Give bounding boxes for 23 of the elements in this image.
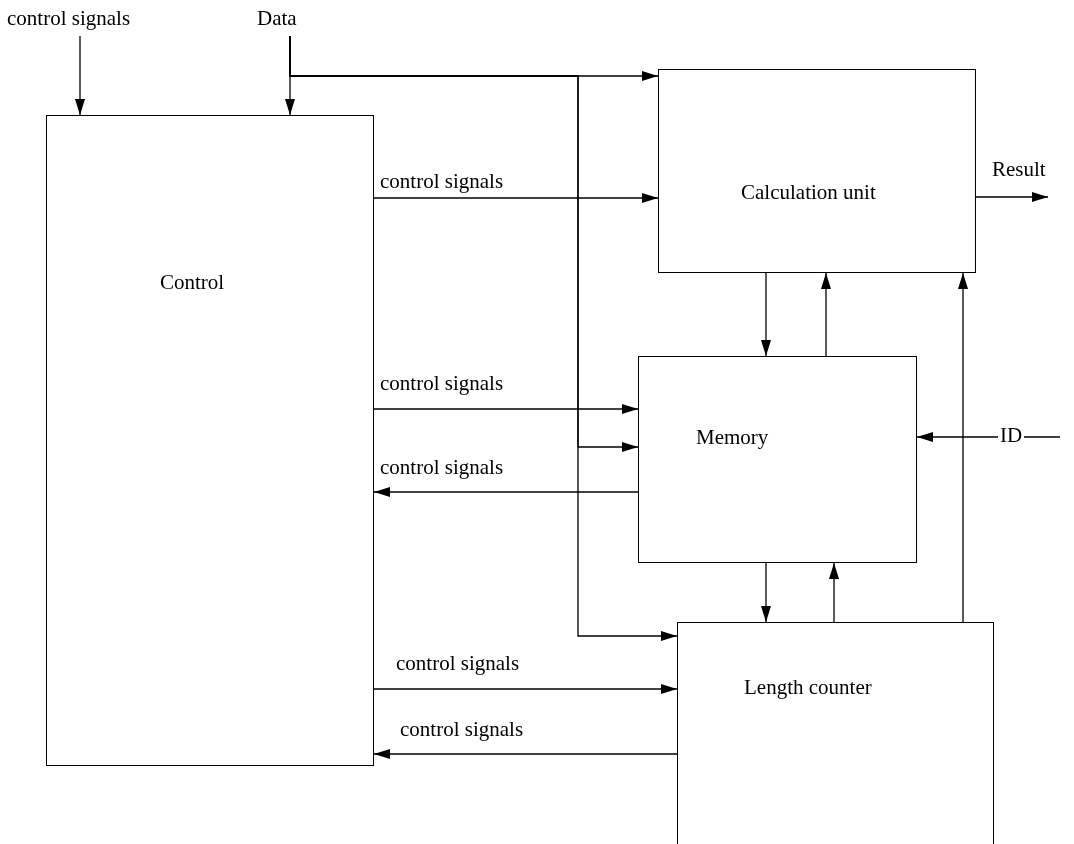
arrow [829, 562, 839, 623]
arrow [373, 193, 659, 203]
arrow [373, 684, 678, 694]
arrow [761, 562, 771, 623]
arrow [761, 272, 771, 357]
block-title: Length counter [744, 676, 872, 700]
arrow [975, 192, 1049, 202]
block-title: Memory [696, 426, 769, 450]
arrow [821, 272, 831, 357]
block-title: Calculation unit [741, 181, 876, 205]
signal-label: control signals [7, 7, 131, 31]
arrow [75, 35, 85, 116]
block-box [677, 622, 994, 844]
block-title: Control [160, 271, 225, 295]
arrow [958, 272, 968, 623]
block-box [46, 115, 374, 766]
arrow [289, 35, 678, 641]
block-box [658, 69, 976, 273]
arrow [373, 404, 639, 414]
arrow [373, 749, 678, 759]
signal-label: Data [257, 7, 297, 31]
arrow [373, 487, 639, 497]
block-box [638, 356, 917, 563]
